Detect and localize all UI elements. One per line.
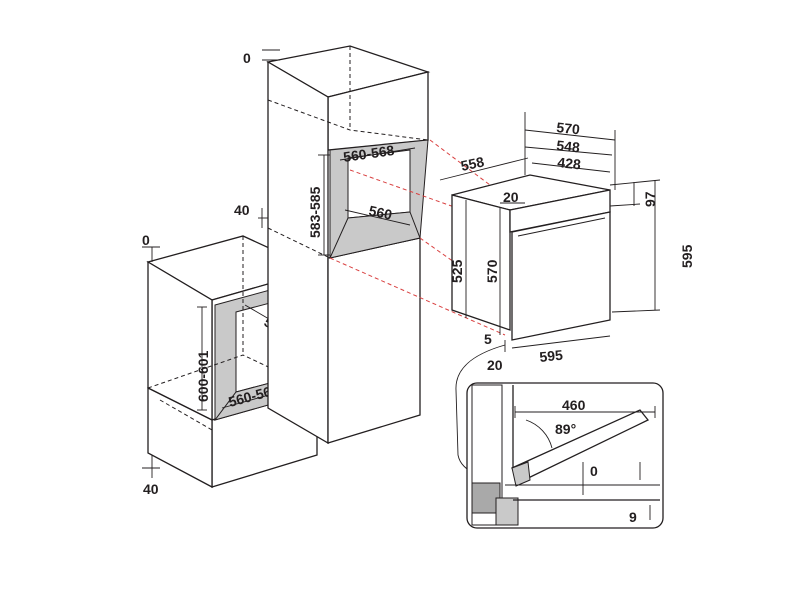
oven-side-depth: 558: [459, 153, 485, 174]
tall-cabinet-top-gap: 0: [243, 50, 251, 66]
oven-inner-height: 570: [484, 259, 500, 283]
tall-cabinet-width: 560-568: [342, 142, 395, 165]
detail-door-length: 460: [562, 397, 586, 413]
oven-depth-inner: 428: [557, 154, 582, 172]
oven: [451, 174, 611, 341]
oven-panel-height: 97: [642, 191, 658, 207]
tall-cabinet-dimensions: [258, 49, 416, 256]
oven-dimensions: [439, 112, 661, 352]
tall-cabinet-rear-gap: 40: [234, 202, 250, 218]
oven-side: [451, 194, 511, 331]
detail-door-angle: 89°: [555, 421, 576, 437]
tall-cabinet: [266, 45, 431, 445]
tall-cabinet-depth: 560: [367, 202, 393, 223]
oven-body-height: 525: [449, 259, 465, 283]
oven-bottom-offset: 5: [484, 331, 492, 347]
oven-door: [511, 211, 611, 341]
oven-front-height: 595: [679, 244, 695, 268]
oven-top-offset: 20: [503, 189, 519, 205]
oven-depth-total: 570: [556, 119, 581, 137]
detail-gap-nine: 9: [629, 509, 637, 525]
tall-cabinet-height: 583-585: [307, 186, 323, 238]
oven-bottom-front: 20: [487, 357, 503, 373]
left-cabinet-bottom-gap: 40: [143, 481, 159, 497]
door-detail-callout: [455, 344, 664, 529]
left-cabinet-top-gap: 0: [142, 232, 150, 248]
left-cabinet-height: 600-601: [195, 350, 211, 402]
detail-gap-zero: 0: [590, 463, 598, 479]
oven-width: 595: [539, 347, 564, 365]
oven-depth-body: 548: [556, 137, 581, 155]
tall-cabinet-lower-front: [327, 237, 421, 444]
